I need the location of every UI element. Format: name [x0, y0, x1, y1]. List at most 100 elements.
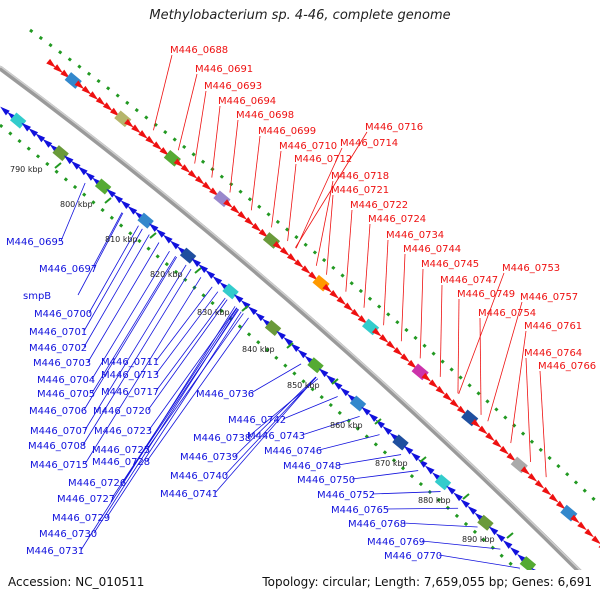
forward-gene-arrow	[435, 385, 446, 395]
kbp-ticks: 790 kbp 800 kbp 810 kbp 820 kbp 830 kbp …	[10, 165, 495, 544]
reverse-gene-arrow	[467, 505, 478, 515]
kbp-tick-mark	[54, 162, 62, 169]
kbp-tick: 840 kbp	[242, 345, 275, 354]
gene-label: M446_0727	[57, 494, 115, 505]
label-leader-line	[400, 253, 406, 342]
label-leader-line	[421, 540, 501, 550]
gene-label: M446_0704	[37, 375, 95, 386]
gene-label: M446_0708	[28, 441, 86, 452]
gene-block	[137, 212, 154, 229]
label-leader-line	[295, 147, 343, 249]
forward-gene-arrow	[279, 247, 290, 256]
forward-gene-arrow	[53, 64, 63, 73]
gene-label: M446_0747	[440, 275, 498, 286]
forward-gene-arrow	[88, 91, 99, 101]
forward-gene-arrow	[506, 452, 517, 462]
forward-gene-arrow	[286, 253, 297, 262]
kbp-tick: 810 kbp	[105, 235, 138, 244]
label-leader-line	[301, 416, 360, 436]
forward-gene-arrow	[194, 175, 205, 185]
forward-gene-arrow	[272, 240, 283, 250]
reverse-gene-arrow	[127, 205, 138, 215]
forward-gene-arrow	[357, 315, 368, 324]
forward-gene-arrow	[138, 130, 148, 139]
label-leader-line	[91, 256, 176, 394]
forward-gene-arrow	[379, 334, 389, 343]
forward-gene-arrow	[322, 283, 332, 293]
label-leaders	[60, 54, 547, 569]
kbp-tick: 850 kbp	[287, 381, 320, 390]
forward-gene-arrow	[350, 308, 361, 318]
forward-gene-arrow	[478, 425, 488, 435]
gene-label: M446_0693	[204, 81, 262, 92]
reverse-gene-arrow	[446, 485, 456, 495]
gene-label: M446_0730	[39, 529, 97, 540]
gene-label: M446_0713	[101, 370, 159, 381]
label-leader-line	[83, 234, 150, 348]
gene-label: M446_0720	[93, 406, 151, 417]
gene-label: M446_0691	[195, 64, 253, 75]
forward-gene-arrow	[124, 118, 134, 128]
forward-gene-arrow	[534, 479, 545, 489]
kbp-tick: 890 kbp	[462, 535, 495, 544]
gene-label: M446_0766	[538, 361, 596, 372]
topology-text: Topology: circular; Length: 7,659,055 bp…	[262, 575, 592, 589]
gene-label: M446_0703	[33, 358, 91, 369]
forward-gene-arrow	[187, 170, 198, 179]
label-leader-line	[234, 376, 317, 457]
gene-label: M446_0688	[170, 45, 228, 56]
reverse-gene-arrow	[502, 540, 513, 549]
gene-label: M446_0745	[421, 259, 479, 270]
gene-label: M446_0694	[218, 96, 276, 107]
reverse-gene-arrow	[247, 306, 258, 316]
gene-label: M446_0711	[101, 357, 159, 368]
gene-label: M446_0700	[34, 309, 92, 320]
kbp-tick-mark	[149, 232, 157, 239]
reverse-gene-arrow	[191, 258, 201, 268]
label-leader-line	[250, 135, 261, 211]
label-leader-line	[83, 228, 143, 332]
reverse-gene-arrow	[509, 547, 520, 556]
gene-block	[179, 247, 197, 264]
reverse-gene-arrow	[290, 343, 301, 353]
forward-gene-arrow	[251, 222, 262, 232]
gene-label: M446_0738	[193, 433, 251, 444]
reverse-gene-arrow	[205, 270, 216, 279]
forward-gene-arrow	[109, 107, 120, 117]
label-leader-line	[315, 180, 334, 266]
gene-label: M446_0753	[502, 263, 560, 274]
gene-label: M446_0743	[247, 431, 305, 442]
forward-gene-arrow	[223, 199, 233, 208]
gene-label: M446_0750	[297, 475, 355, 486]
reverse-gene-arrow	[410, 452, 421, 462]
label-leader-line	[337, 454, 402, 466]
reverse-gene-labels: M446_0695 M446_0697 smpB M446_0700 M446_…	[6, 237, 442, 562]
label-leader-line	[111, 307, 238, 499]
forward-gene-arrow	[456, 405, 467, 415]
forward-gene-arrow	[308, 271, 318, 281]
label-leader-line	[438, 554, 520, 569]
accession-text: Accession: NC_010511	[8, 575, 145, 589]
reverse-gene-arrow	[276, 330, 286, 340]
forward-gene-arrow	[102, 102, 113, 111]
label-leader-line	[147, 299, 228, 411]
gene-label: M446_0746	[264, 446, 322, 457]
reverse-gene-arrow	[332, 381, 343, 390]
kbp-tick: 860 kbp	[330, 421, 363, 430]
reverse-gene-arrow	[148, 223, 159, 232]
label-leader-line	[510, 330, 527, 444]
reverse-gene-arrow	[255, 312, 265, 322]
forward-gene-arrow	[74, 80, 85, 90]
label-leader-line	[153, 54, 173, 131]
genome-backbone-highlight	[0, 65, 582, 570]
forward-gene-arrow	[131, 124, 141, 134]
kbp-tick-mark	[241, 305, 249, 312]
label-leader-line	[539, 370, 547, 478]
forward-gene-arrow	[159, 147, 170, 156]
reverse-gene-arrow	[325, 374, 336, 384]
label-leader-line	[271, 150, 282, 228]
label-leader-line	[525, 357, 531, 463]
gene-label: M446_0731	[26, 546, 84, 557]
gene-label: M446_0722	[350, 200, 408, 211]
gene-label: M446_0726	[68, 478, 126, 489]
